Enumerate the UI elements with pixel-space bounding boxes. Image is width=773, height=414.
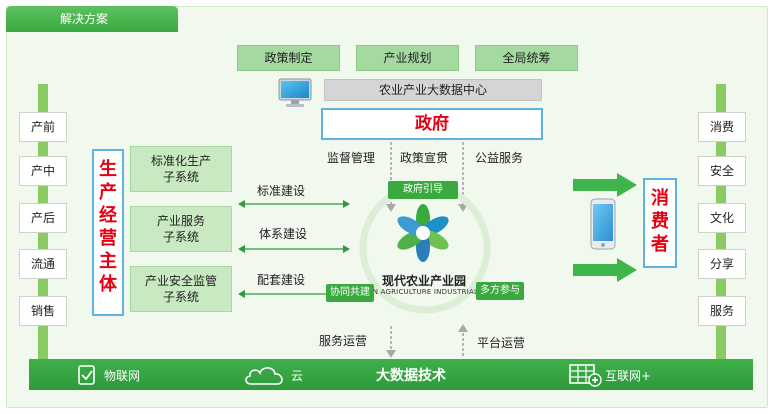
- park-english-name: ERN AGRICULTURE INDUSTRIAL P: [363, 288, 485, 296]
- smartphone-icon: [590, 198, 616, 250]
- right-arrow-icon: [573, 173, 637, 197]
- government-guide-chip[interactable]: 政府引导: [388, 181, 458, 199]
- stage-post-production[interactable]: 产后: [19, 203, 67, 233]
- right-item-service[interactable]: 服务: [698, 296, 746, 326]
- industry-planning-button[interactable]: 产业规划: [356, 45, 459, 71]
- iot-label: 物联网: [104, 369, 141, 383]
- monitor-icon: [278, 78, 312, 107]
- right-item-safety[interactable]: 安全: [698, 156, 746, 186]
- overall-coordination-button[interactable]: 全局统筹: [475, 45, 578, 71]
- service-operation-label: 服务运营: [319, 334, 368, 348]
- subsystem-line2: 子系统: [162, 230, 199, 244]
- cloud-label: 云: [291, 369, 304, 383]
- section-tab-title[interactable]: 解决方案: [6, 6, 178, 32]
- right-item-culture[interactable]: 文化: [698, 203, 746, 233]
- right-item-sharing[interactable]: 分享: [698, 249, 746, 279]
- subsystem-line2: 子系统: [162, 290, 199, 304]
- double-arrow-icon: [238, 200, 350, 208]
- big-data-label: 大数据技术: [376, 368, 446, 384]
- subsystem-line1: 产业服务: [156, 214, 205, 228]
- double-arrow-icon: [238, 245, 350, 253]
- iot-check-icon: [78, 365, 95, 385]
- policy-making-button[interactable]: 政策制定: [237, 45, 340, 71]
- internet-plus-icon: [569, 364, 602, 387]
- producer-box[interactable]: 生产经营主体: [92, 149, 124, 316]
- stage-pre-production[interactable]: 产前: [19, 112, 67, 142]
- park-name: 现代农业产业园: [381, 274, 466, 288]
- subsystem-line2: 子系统: [162, 170, 199, 184]
- policy-promotion-label: 政策宣贯: [400, 151, 449, 165]
- multi-party-chip[interactable]: 多方参与: [476, 282, 524, 300]
- data-center-bar[interactable]: 农业产业大数据中心: [324, 79, 542, 101]
- platform-operation-label: 平台运营: [477, 336, 526, 350]
- co-build-chip[interactable]: 协同共建: [326, 284, 374, 302]
- industry-service-subsystem[interactable]: 产业服务 子系统: [130, 206, 232, 252]
- producer-label: 生产经营主体: [99, 159, 117, 295]
- stage-in-production[interactable]: 产中: [19, 156, 67, 186]
- right-arrow-icon: [573, 258, 637, 282]
- system-build-label: 体系建设: [259, 227, 308, 241]
- supervision-label: 监督管理: [327, 151, 376, 165]
- industry-safety-subsystem[interactable]: 产业安全监管 子系统: [130, 266, 232, 312]
- standardized-production-subsystem[interactable]: 标准化生产 子系统: [130, 146, 232, 192]
- subsystem-line1: 产业安全监管: [144, 274, 217, 288]
- stage-circulation[interactable]: 流通: [19, 249, 67, 279]
- consumer-label: 消费者: [651, 188, 669, 255]
- consumer-box[interactable]: 消费者: [643, 178, 677, 268]
- right-item-consumption[interactable]: 消费: [698, 112, 746, 142]
- park-logo-icon: [397, 204, 449, 262]
- government-box[interactable]: 政府: [321, 108, 543, 140]
- supporting-build-label: 配套建设: [257, 273, 306, 287]
- internet-plus-label: 互联网+: [605, 369, 652, 383]
- technology-bar: [29, 359, 753, 390]
- public-service-label: 公益服务: [475, 151, 524, 165]
- stage-sales[interactable]: 销售: [19, 296, 67, 326]
- cloud-icon: [245, 367, 283, 385]
- standard-build-label: 标准建设: [257, 184, 306, 198]
- subsystem-line1: 标准化生产: [150, 154, 211, 168]
